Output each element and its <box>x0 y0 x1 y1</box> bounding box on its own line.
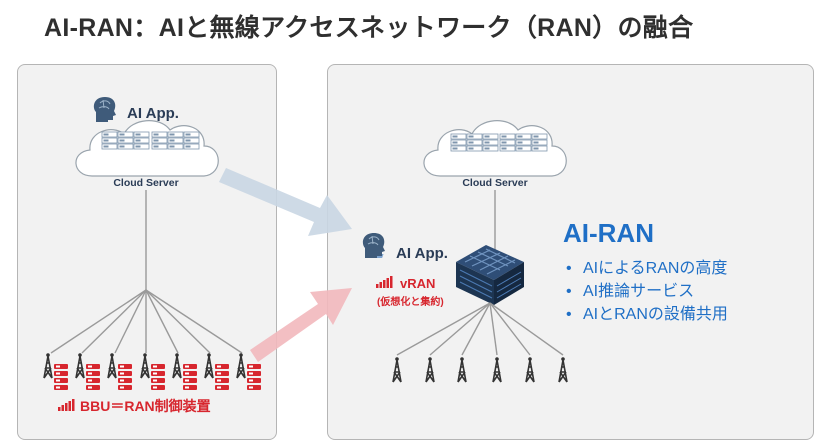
right-cloud-server-icon <box>423 120 567 177</box>
migration-arrow-red <box>250 288 352 362</box>
bbu-label: BBU＝RAN制御装置 <box>80 398 211 414</box>
vran-label: vRAN <box>400 276 435 291</box>
feature-item: •AI推論サービス <box>566 283 695 300</box>
left-cloud-server-label: Cloud Server <box>113 177 178 189</box>
left-cell-sites <box>43 352 261 390</box>
right-network-lines <box>396 302 564 356</box>
ai-ran-feature-list: •AIによるRANの高度 •AI推論サービス •AIとRANの設備共用 <box>566 257 728 326</box>
left-ai-app-icon <box>93 96 117 123</box>
right-ai-app-label: AI App. <box>396 245 448 262</box>
ai-ran-panel <box>327 64 814 440</box>
migration-arrow-blue <box>219 168 352 236</box>
right-cell-sites <box>392 356 568 383</box>
ai-ran-heading: AI-RAN <box>563 218 654 248</box>
page-title: AI-RAN：AIと無線アクセスネットワーク（RAN）の融合 <box>44 14 694 42</box>
feature-item: •AIによるRANの高度 <box>566 260 728 277</box>
right-cloud-server-label: Cloud Server <box>462 177 527 189</box>
feature-item: •AIとRANの設備共用 <box>566 306 728 323</box>
right-ai-app-icon <box>362 232 386 259</box>
vran-sublabel: (仮想化と集約) <box>377 295 444 308</box>
vran-server-icon <box>376 245 524 305</box>
left-ai-app-label: AI App. <box>127 105 179 122</box>
left-cloud-server-icon <box>75 120 219 177</box>
bbu-signal-icon <box>58 399 75 411</box>
left-network-lines <box>50 190 243 354</box>
vran-signal-icon <box>376 276 393 288</box>
